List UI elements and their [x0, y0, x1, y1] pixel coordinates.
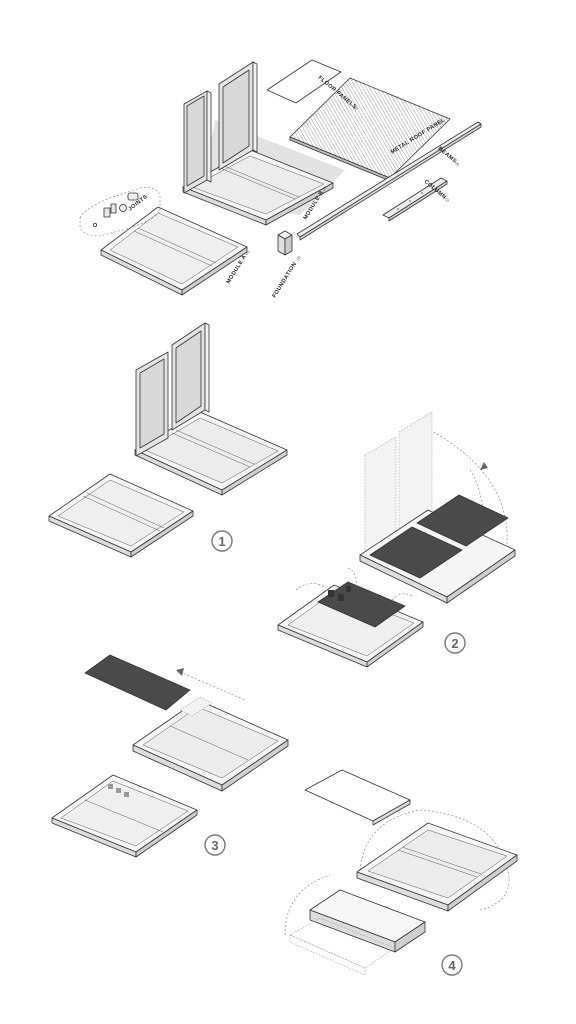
- step-2-badge: [444, 632, 466, 654]
- label-column-qty: (2): [444, 197, 450, 203]
- module-a: [100, 206, 248, 296]
- joint-part-5: [93, 222, 98, 227]
- step-1-badge: [211, 530, 233, 552]
- label-module-a-qty: (1): [244, 250, 250, 256]
- label-beams-qty: (4): [454, 161, 460, 167]
- step-2-assembly: 2: [277, 411, 516, 668]
- joint-part-2: [110, 203, 117, 214]
- step-4-assembly: 4: [284, 769, 518, 976]
- step-1-assembly: 1: [48, 322, 288, 558]
- label-floor-panels-qty: (2): [353, 105, 359, 111]
- step-4-number: 4: [448, 958, 456, 973]
- joint-part-1: [103, 207, 111, 218]
- column: [382, 177, 448, 222]
- module-b: [182, 61, 334, 226]
- floor-panel: [266, 59, 342, 104]
- label-foundation-qty: (2): [296, 255, 302, 261]
- label-metal-roof-panel-qty: (1): [438, 119, 444, 125]
- foundation: [277, 230, 293, 256]
- beam: [296, 121, 482, 241]
- label-module-b-qty: (1): [321, 186, 327, 192]
- exploded-components: FLOOR PANELS (2) METAL ROOF PANEL (1) BE…: [79, 59, 482, 299]
- label-beams: BEAMS: [437, 146, 458, 165]
- step-4-badge: [441, 954, 463, 976]
- joints-group: [79, 187, 161, 237]
- step-3-assembly: 3: [51, 654, 289, 858]
- joint-part-4: [127, 192, 139, 201]
- step-2-number: 2: [451, 636, 458, 651]
- joint-part-3: [119, 204, 127, 212]
- step-1-number: 1: [218, 534, 225, 549]
- step-3-badge: [204, 834, 226, 856]
- step-3-number: 3: [211, 838, 218, 853]
- metal-roof-panel: [289, 77, 451, 182]
- label-foundation: FOUNDATION: [272, 261, 299, 299]
